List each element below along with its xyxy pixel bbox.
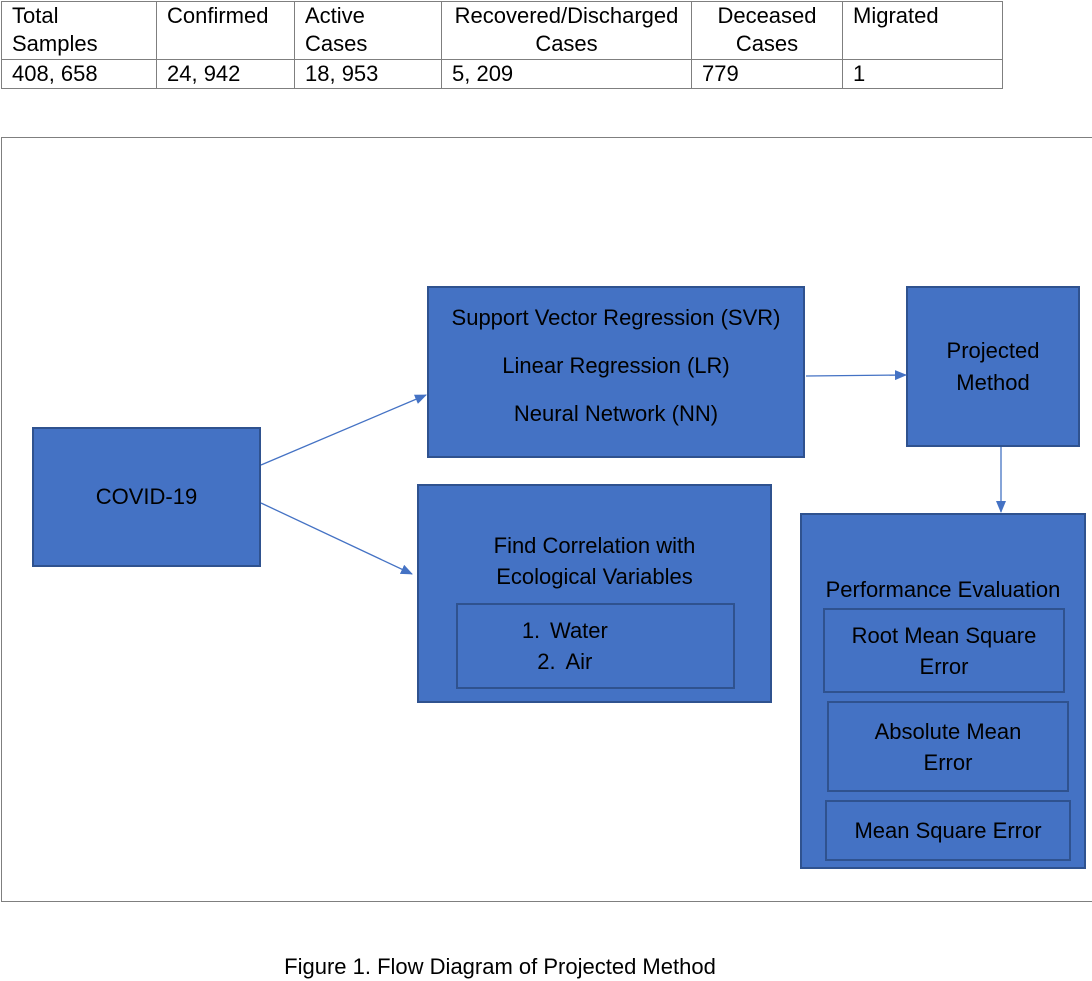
metric-mae-box: Absolute Mean Error <box>827 701 1069 792</box>
cell-active-cases: 18, 953 <box>294 59 442 89</box>
header-active-cases: Active Cases <box>294 1 442 60</box>
performance-evaluation-box: Performance Evaluation Root Mean Square … <box>800 513 1086 869</box>
list-item: 1.Water <box>521 618 608 643</box>
covid-box: COVID-19 <box>32 427 261 567</box>
variables-box: 1.Water 2.Air <box>456 603 735 689</box>
model-svr: Support Vector Regression (SVR) <box>451 305 781 330</box>
table-row: 408, 658 24, 942 18, 953 5, 209 779 1 <box>1 59 1003 89</box>
correlation-box: Find Correlation with Ecological Variabl… <box>417 484 772 703</box>
table-header-row: Total Samples Confirmed Active Cases Rec… <box>1 1 1003 60</box>
correlation-title: Find Correlation with Ecological Variabl… <box>493 533 696 589</box>
metric-mse-box: Mean Square Error <box>825 800 1071 861</box>
arrow-models-to-projected <box>805 370 907 381</box>
header-total-samples: Total Samples <box>1 1 157 60</box>
variable-water: Water <box>550 618 608 643</box>
performance-evaluation-title: Performance Evaluation <box>825 577 1061 602</box>
covid-label: COVID-19 <box>95 484 198 509</box>
cell-confirmed: 24, 942 <box>156 59 295 89</box>
model-nn: Neural Network (NN) <box>513 401 719 426</box>
model-lr: Linear Regression (LR) <box>502 353 730 378</box>
diagram-frame <box>1 137 1092 902</box>
cell-migrated: 1 <box>842 59 1003 89</box>
metric-rmse: Root Mean Square Error <box>851 622 1037 679</box>
model-list: Support Vector Regression (SVR) Linear R… <box>429 302 803 446</box>
models-box: Support Vector Regression (SVR) Linear R… <box>427 286 805 458</box>
cases-table: Total Samples Confirmed Active Cases Rec… <box>1 1 1003 89</box>
list-item: 2.Air <box>537 649 593 674</box>
variables-list: 1.Water 2.Air <box>512 615 608 677</box>
cell-recovered-cases: 5, 209 <box>441 59 692 89</box>
projected-method-box: Projected Method <box>906 286 1080 447</box>
variable-air: Air <box>565 649 593 674</box>
metric-mae: Absolute Mean Error <box>874 718 1022 775</box>
arrow-covid-to-models <box>260 394 427 466</box>
cell-deceased-cases: 779 <box>691 59 843 89</box>
metric-mse: Mean Square Error <box>854 818 1042 843</box>
metric-rmse-box: Root Mean Square Error <box>823 608 1065 693</box>
figure-caption: Figure 1. Flow Diagram of Projected Meth… <box>284 954 716 979</box>
projected-method-label: Projected Method <box>946 337 1040 395</box>
cell-total-samples: 408, 658 <box>1 59 157 89</box>
arrow-covid-to-correlation <box>260 502 413 575</box>
